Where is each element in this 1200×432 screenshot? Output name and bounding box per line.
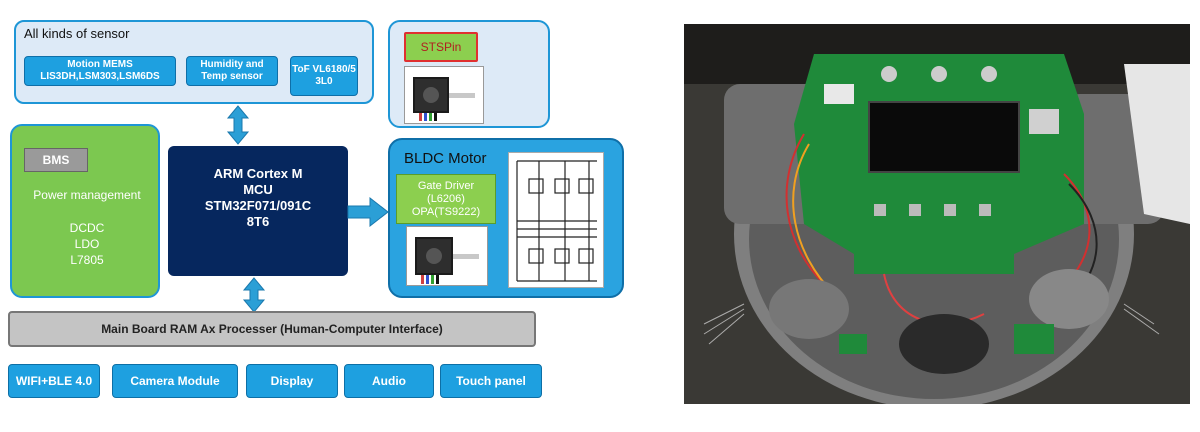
arrow-right-icon	[347, 196, 389, 228]
humidity-temp-box: Humidity and Temp sensor	[186, 56, 278, 86]
mcu-text: ARM Cortex M MCU STM32F071/091C 8T6	[168, 166, 348, 230]
mcu-line: ARM Cortex M	[213, 166, 303, 181]
tof-sensor-box: ToF VL6180/5 3L0	[290, 56, 358, 96]
stepper-motor-icon	[406, 226, 488, 286]
bldc-title: BLDC Motor	[404, 150, 487, 167]
audio-box: Audio	[344, 364, 434, 398]
h-bridge-schematic-icon	[508, 152, 604, 288]
stspin-label: STSPin	[404, 32, 478, 62]
display-box: Display	[246, 364, 338, 398]
power-items-list: DCDC LDO L7805	[12, 220, 162, 268]
gate-line: OPA(TS9222)	[411, 205, 481, 218]
gate-line: Gate Driver	[417, 179, 475, 192]
wifi-ble-box: WIFI+BLE 4.0	[8, 364, 100, 398]
mcu-line: 8T6	[246, 214, 270, 229]
power-item: LDO	[74, 237, 100, 251]
sensors-panel: All kinds of sensor Motion MEMS LIS3DH,L…	[14, 20, 374, 104]
double-arrow-icon	[242, 277, 266, 313]
double-arrow-icon	[226, 105, 250, 145]
power-management-label: Power management	[33, 188, 141, 202]
bms-label: BMS	[24, 148, 88, 172]
robot-pcb-photo	[684, 24, 1190, 404]
main-board-bar: Main Board RAM Ax Processer (Human-Compu…	[8, 311, 536, 347]
mcu-line: MCU	[243, 182, 273, 197]
stepper-motor-icon	[404, 66, 484, 124]
gate-driver-box: Gate Driver (L6206) OPA(TS9222)	[396, 174, 496, 224]
power-item: DCDC	[69, 221, 105, 235]
mcu-block: ARM Cortex M MCU STM32F071/091C 8T6	[168, 146, 348, 276]
motion-mems-box: Motion MEMS LIS3DH,LSM303,LSM6DS	[24, 56, 176, 86]
touch-panel-box: Touch panel	[440, 364, 542, 398]
bms-panel: BMS Power management DCDC LDO L7805	[10, 124, 160, 298]
mcu-line: STM32F071/091C	[204, 198, 312, 213]
power-item: L7805	[70, 253, 104, 267]
sensors-title: All kinds of sensor	[24, 26, 130, 41]
bldc-motor-panel: BLDC Motor Gate Driver (L6206) OPA(TS922…	[388, 138, 624, 298]
camera-module-box: Camera Module	[112, 364, 238, 398]
connector-arrows	[226, 105, 389, 313]
stspin-panel: STSPin	[388, 20, 550, 128]
gate-line: (L6206)	[427, 192, 465, 205]
